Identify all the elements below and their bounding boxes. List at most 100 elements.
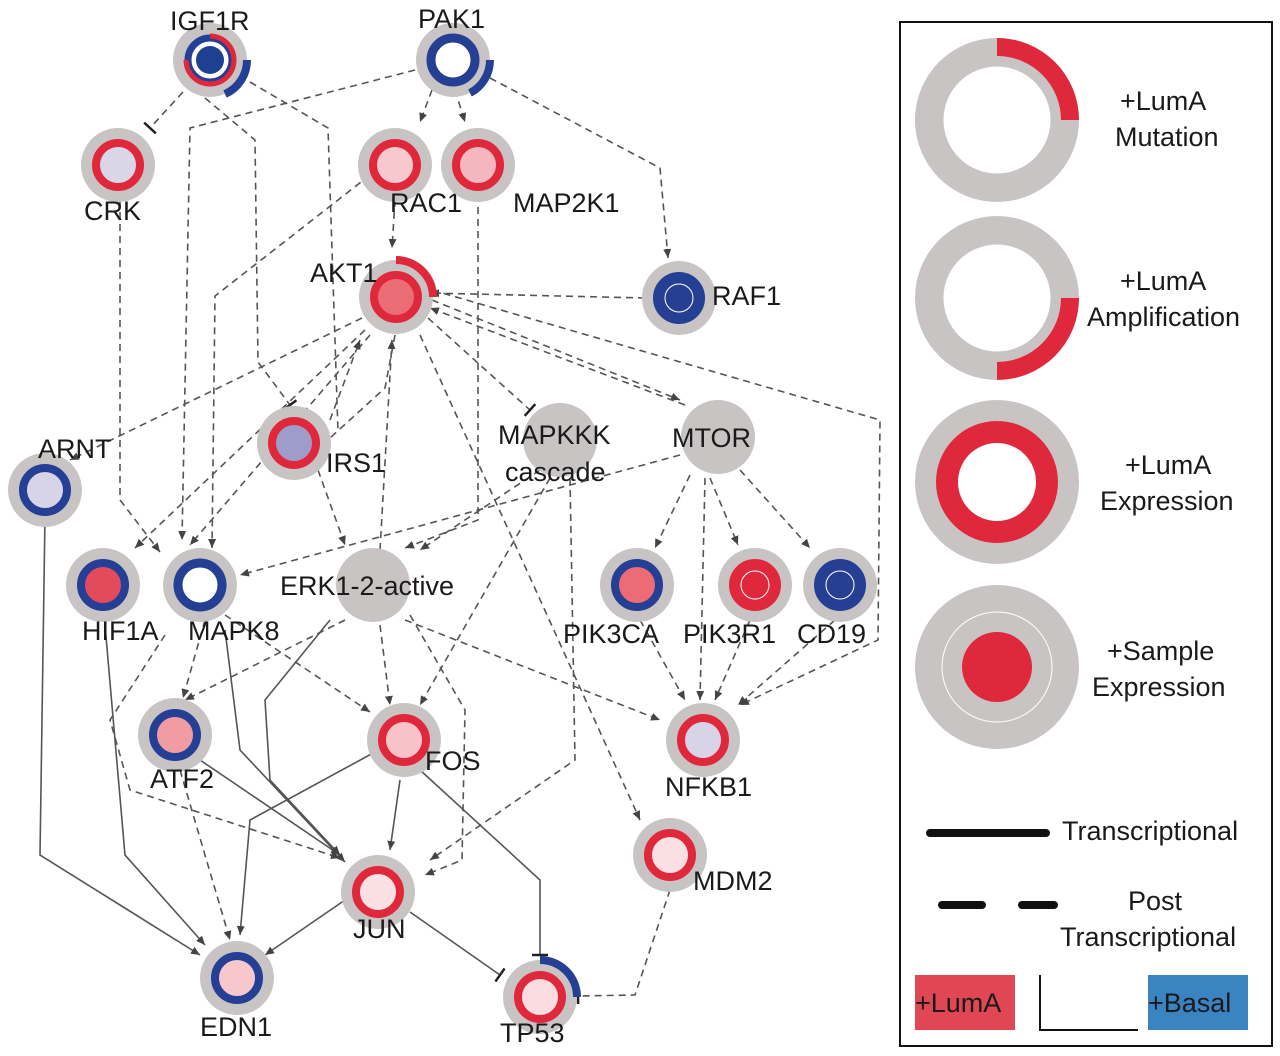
edge-fos-edn1 (236, 751, 376, 936)
edge-raf1-akt1 (429, 289, 647, 307)
node-hif1a[interactable]: HIF1A (66, 548, 159, 646)
edge-erk-akt1 (379, 339, 396, 551)
edge-erk-jun (409, 614, 466, 876)
node-mapk8[interactable]: MAPK8 (163, 548, 280, 646)
node-label-arnt: ARNT (38, 434, 112, 464)
node-akt1[interactable]: AKT1 (310, 256, 437, 334)
edge-mapkkk-erk (419, 469, 541, 551)
node-igf1r[interactable]: IGF1R (170, 6, 252, 98)
edges (39, 69, 881, 1005)
node-label-irs1: IRS1 (326, 448, 386, 478)
edge-mapk8-fos (224, 614, 371, 713)
node-label-mdm2: MDM2 (693, 866, 773, 896)
node-label-igf1r: IGF1R (170, 6, 250, 36)
edge-akt1-arnt (69, 317, 363, 461)
node-label-map2k1: MAP2K1 (513, 188, 620, 218)
edge-jun-edn1 (264, 899, 346, 956)
legend-sample-line1: +Sample (1107, 636, 1214, 666)
node-edn1[interactable]: EDN1 (200, 941, 274, 1042)
node-label-jun: JUN (353, 914, 406, 944)
edge-pik3r1-nfkb1 (714, 619, 751, 701)
node-rac1[interactable]: RAC1 (358, 128, 462, 218)
legend-basal-label: +Basal (1148, 988, 1231, 1018)
node-label-atf2: ATF2 (150, 764, 214, 794)
edge-pik3ca-nfkb1 (639, 619, 686, 701)
edge-akt1-mapkkk (427, 317, 537, 417)
node-irs1[interactable]: IRS1 (257, 406, 386, 480)
node-label-mapkkk: MAPKKK (498, 420, 611, 450)
edge-akt1-mdm2 (419, 334, 641, 821)
legend-empty-box (1039, 975, 1138, 1031)
edge-rac1-mapk8 (208, 174, 371, 549)
legend-mutation-line2: Mutation (1115, 122, 1219, 152)
node-atf2[interactable]: ATF2 (138, 698, 214, 794)
edge-erk-jun-tx (264, 619, 341, 856)
legend-basal-box (1148, 975, 1248, 1030)
node-crk[interactable]: CRK (81, 128, 155, 226)
node-arnt[interactable]: ARNT (8, 434, 112, 527)
node-label-hif1a: HIF1A (82, 616, 159, 646)
legend-post-line2: Transcriptional (1060, 922, 1236, 952)
node-raf1[interactable]: RAF1 (642, 261, 781, 335)
node-label-rac1: RAC1 (390, 188, 462, 218)
edge-akt1-nfkb1 (431, 289, 881, 706)
edge-akt1-hif1a (134, 329, 366, 549)
node-pik3ca[interactable]: PIK3CA (563, 548, 674, 649)
edge-erk-nfkb1 (404, 619, 661, 721)
node-fos[interactable]: FOS (367, 703, 481, 777)
node-map2k1[interactable]: MAP2K1 (441, 128, 620, 218)
node-nfkb1[interactable]: NFKB1 (665, 703, 752, 802)
legend-expression-line2: Expression (1100, 486, 1234, 516)
edge-igf1r-crk (143, 91, 184, 135)
node-pak1[interactable]: PAK1 (416, 4, 495, 97)
edge-mtor-pik3r1 (709, 477, 739, 546)
edge-rac1-akt1 (388, 199, 397, 249)
node-pik3r1[interactable]: PIK3R1 (683, 548, 792, 649)
edge-hif1a-jun (109, 634, 341, 860)
edge-mtor-pik3ca (654, 474, 691, 549)
edge-mtor-akt1 (429, 307, 686, 406)
node-label-cd19: CD19 (797, 619, 866, 649)
edge-atf2-jun (199, 759, 341, 856)
edge-mdm2-tp53 (576, 889, 671, 1005)
node-label-pik3ca: PIK3CA (563, 619, 659, 649)
node-label-crk: CRK (84, 196, 141, 226)
node-cd19[interactable]: CD19 (797, 548, 877, 649)
legend-expression: +LumA Expression (915, 400, 1234, 564)
nodes: IGF1R PAK1 CRK RAC1 MAP2K1 (8, 4, 877, 1048)
node-jun[interactable]: JUN (341, 855, 415, 944)
node-label-mapkkk-2: cascade (505, 457, 606, 487)
edge-pak1-rac1 (419, 89, 433, 123)
node-label-raf1: RAF1 (712, 281, 781, 311)
edge-pak1-raf1 (489, 77, 672, 259)
edge-hif1a-edn1 (104, 624, 206, 946)
legend-sample-expression: +Sample Expression (915, 585, 1226, 749)
node-erk1-2-active[interactable]: ERK1-2-active (280, 548, 454, 622)
edge-akt1-irs1 (329, 334, 396, 439)
legend-amplification-line1: +LumA (1120, 266, 1206, 296)
legend-amplification: +LumA Amplification (915, 216, 1240, 380)
edge-erk-fos (379, 624, 393, 706)
node-label-fos: FOS (425, 746, 481, 776)
node-mtor[interactable]: MTOR (672, 400, 755, 474)
edge-igf1r-long (249, 81, 339, 433)
edge-mapkkk-fos (419, 477, 551, 706)
legend-post-line1: Post (1128, 886, 1183, 916)
node-mapkkk-cascade[interactable]: MAPKKK cascade (498, 403, 611, 487)
node-label-mapk8: MAPK8 (188, 616, 280, 646)
legend: +LumA Mutation +LumA Amplification +LumA… (899, 21, 1273, 1047)
legend-transcriptional: Transcriptional (1062, 816, 1238, 846)
legend-amplification-line2: Amplification (1087, 302, 1240, 332)
node-tp53[interactable]: TP53 (500, 956, 581, 1048)
legend-luma-label: +LumA (915, 988, 1001, 1018)
edge-akt1-mtor (431, 299, 681, 401)
edge-fos-tp53 (419, 769, 548, 957)
edge-irs1-akt1 (329, 339, 361, 421)
edge-irs1-erk (317, 469, 346, 546)
node-label-pak1: PAK1 (418, 4, 485, 34)
legend-sample-line2: Expression (1092, 672, 1226, 702)
node-mdm2[interactable]: MDM2 (633, 818, 773, 896)
legend-luma-box (915, 975, 1015, 1030)
edge-igf1r-irs1 (204, 97, 298, 411)
